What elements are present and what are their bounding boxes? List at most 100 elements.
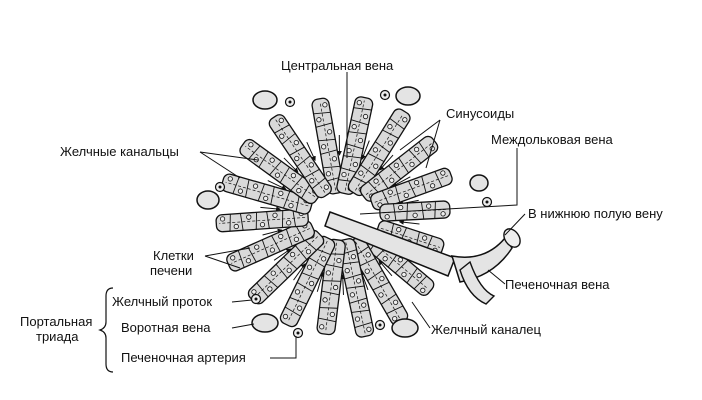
nucleus bbox=[251, 289, 257, 295]
hepatic-vein-branch bbox=[459, 260, 496, 305]
bile-duct-lumen bbox=[383, 93, 387, 97]
nucleus bbox=[237, 188, 244, 194]
hepatocyte-plate bbox=[347, 108, 411, 197]
nucleus bbox=[384, 214, 390, 220]
nucleus bbox=[278, 117, 284, 123]
cell-border bbox=[354, 321, 373, 328]
hepatocyte-cord bbox=[316, 238, 346, 336]
nucleus bbox=[288, 203, 294, 209]
bile-duct-lumen bbox=[254, 297, 258, 301]
cell-border bbox=[255, 212, 257, 230]
nucleus bbox=[416, 272, 422, 279]
hepatocyte-plate bbox=[268, 114, 332, 199]
label-central-vein: Центральная вена bbox=[281, 58, 394, 73]
portal-vein-section bbox=[395, 86, 421, 106]
nucleus bbox=[219, 216, 226, 222]
cell-border bbox=[245, 179, 250, 198]
nucleus bbox=[357, 137, 364, 144]
portal-vein-section bbox=[469, 174, 489, 192]
label-hepatocytes-line1: Клетки bbox=[153, 248, 194, 263]
bile-duct-lumen bbox=[378, 323, 382, 327]
cell-border bbox=[308, 257, 325, 268]
label-bile-duct: Желчный проток bbox=[112, 294, 213, 309]
bile-canaliculus-line bbox=[355, 241, 401, 320]
cell-border bbox=[349, 297, 367, 304]
label-sinusoids: Синусоиды bbox=[446, 106, 515, 121]
nucleus bbox=[412, 212, 418, 218]
nucleus bbox=[321, 144, 327, 150]
label-hepatic-artery: Печеночная артерия bbox=[121, 350, 246, 365]
bile-canaliculus-line bbox=[344, 100, 365, 191]
sinusoid-flow-arrow bbox=[273, 248, 292, 261]
sinusoid-flow-arrow bbox=[391, 176, 411, 187]
bile-canaliculus-line bbox=[225, 181, 309, 207]
hepatic-vein-tube bbox=[450, 236, 513, 283]
nucleus bbox=[366, 326, 372, 332]
cell-border bbox=[360, 164, 376, 177]
nucleus bbox=[387, 189, 393, 195]
sinusoid-flow-arrow bbox=[262, 228, 283, 236]
leader-bile-canaliculi-1 bbox=[199, 151, 259, 161]
nucleus bbox=[373, 163, 379, 169]
leader-sinusoids-2 bbox=[425, 119, 441, 169]
portal-vein-section bbox=[391, 318, 419, 338]
cell-border bbox=[324, 263, 343, 269]
nucleus bbox=[336, 257, 342, 264]
bile-duct-lumen bbox=[288, 100, 292, 104]
leader-bile-duct bbox=[231, 299, 253, 303]
cell-border bbox=[289, 146, 305, 156]
cell-border bbox=[418, 141, 430, 158]
hepatocyte-plate bbox=[226, 220, 315, 272]
nucleus bbox=[296, 187, 302, 194]
sinusoid-flow-arrow bbox=[293, 263, 306, 281]
nucleus bbox=[364, 268, 370, 274]
cell-border bbox=[320, 149, 338, 155]
nucleus bbox=[246, 214, 252, 220]
cell-border bbox=[348, 131, 367, 135]
nucleus bbox=[294, 289, 301, 295]
nucleus bbox=[248, 142, 254, 148]
label-portal-triad-line2: триада bbox=[36, 329, 79, 344]
cell-border bbox=[258, 151, 269, 168]
leader-sinusoids-1 bbox=[399, 119, 441, 151]
label-portal-triad-line1: Портальная bbox=[20, 314, 93, 329]
bile-canaliculus-line bbox=[245, 145, 316, 198]
bile-duct-lumen bbox=[296, 331, 300, 335]
nucleus bbox=[389, 177, 395, 183]
nucleus bbox=[393, 162, 399, 168]
cell-border bbox=[301, 272, 319, 280]
bile-canaliculus-line bbox=[231, 228, 310, 264]
cell-border bbox=[284, 306, 301, 317]
nucleus bbox=[329, 311, 335, 318]
nucleus bbox=[319, 324, 325, 330]
sinusoid-flow-arrow bbox=[379, 154, 394, 171]
cell-border bbox=[295, 245, 308, 260]
nucleus bbox=[387, 123, 393, 130]
cell-border bbox=[367, 152, 385, 162]
nucleus bbox=[420, 287, 426, 293]
nucleus bbox=[392, 316, 398, 322]
nucleus bbox=[294, 155, 300, 162]
hepatocyte-plate bbox=[221, 173, 313, 215]
leader-portal-vein bbox=[231, 323, 255, 329]
nucleus bbox=[409, 161, 415, 168]
nucleus bbox=[309, 280, 315, 287]
nucleus bbox=[316, 117, 322, 123]
nucleus bbox=[393, 299, 399, 305]
portal-triad-brace bbox=[98, 287, 114, 373]
nucleus bbox=[413, 146, 420, 153]
cell-border bbox=[283, 256, 298, 270]
nucleus bbox=[254, 244, 260, 250]
nucleus bbox=[230, 255, 236, 261]
label-portal-vein: Воротная вена bbox=[121, 320, 211, 335]
cell-border bbox=[304, 168, 320, 178]
portal-vein-section bbox=[196, 190, 220, 210]
nucleus bbox=[426, 203, 432, 209]
bile-canaliculus-line bbox=[345, 242, 366, 334]
nucleus bbox=[252, 183, 259, 189]
cell-border bbox=[257, 183, 265, 202]
nucleus bbox=[356, 278, 362, 284]
nucleus bbox=[290, 172, 297, 179]
cell-border bbox=[239, 213, 244, 231]
portal-vein-section bbox=[251, 313, 279, 333]
